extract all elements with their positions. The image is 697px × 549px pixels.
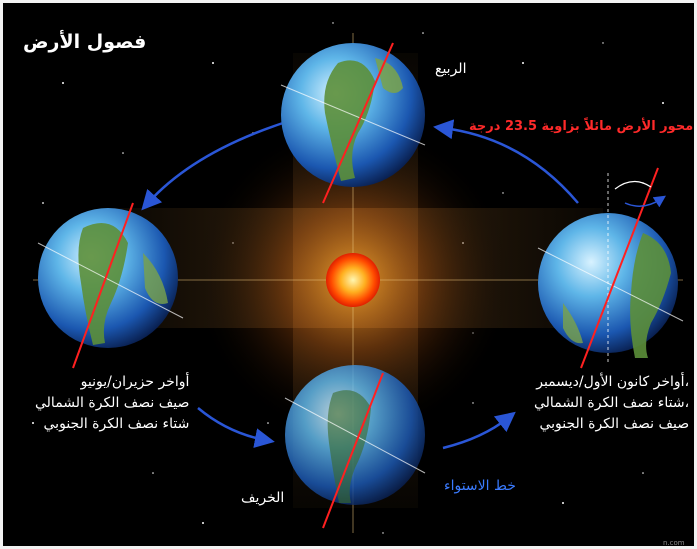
- december-caption-line: ،شتاء نصف الكرة الشمالي: [534, 395, 690, 411]
- december-caption: ،أواخر كانون الأول/ديسمبر ،شتاء نصف الكر…: [534, 372, 689, 435]
- june-caption-line: أواخر حزيران/يونيو: [80, 374, 190, 390]
- equator-label: خط الاستواء: [444, 478, 516, 494]
- december-caption-line: صيف نصف الكرة الجنوبي: [539, 416, 690, 432]
- earth-globe-autumn: [284, 365, 426, 529]
- orbit-arrow-spring-to-june: [141, 121, 284, 211]
- earth-globe-december: [537, 167, 684, 369]
- earth-globe-june: [37, 202, 184, 369]
- image-credit: n.com: [663, 539, 685, 547]
- seasons-diagram: [32, 22, 684, 534]
- spring-label: الربيع: [435, 61, 467, 77]
- orbit-arrow-june-to-autumn: [197, 407, 275, 448]
- orbit-arrow-autumn-to-december: [442, 411, 516, 450]
- june-caption-line: شتاء نصف الكرة الجنوبي: [43, 416, 190, 432]
- june-caption-line: صيف نصف الكرة الشمالي: [35, 395, 190, 411]
- orbit-arrow-december-to-spring: [433, 119, 579, 204]
- earth-globe-spring: [280, 42, 426, 204]
- sun: [326, 253, 380, 307]
- axis-tilt-note: محور الأرض مائلاً بزاوية 23.5 درجة: [469, 119, 694, 134]
- december-caption-line: ،أواخر كانون الأول/ديسمبر: [536, 374, 690, 390]
- diagram-title: فصول الأرض: [23, 31, 147, 53]
- june-caption: أواخر حزيران/يونيو صيف نصف الكرة الشمالي…: [35, 372, 189, 435]
- autumn-label: الخريف: [241, 490, 285, 506]
